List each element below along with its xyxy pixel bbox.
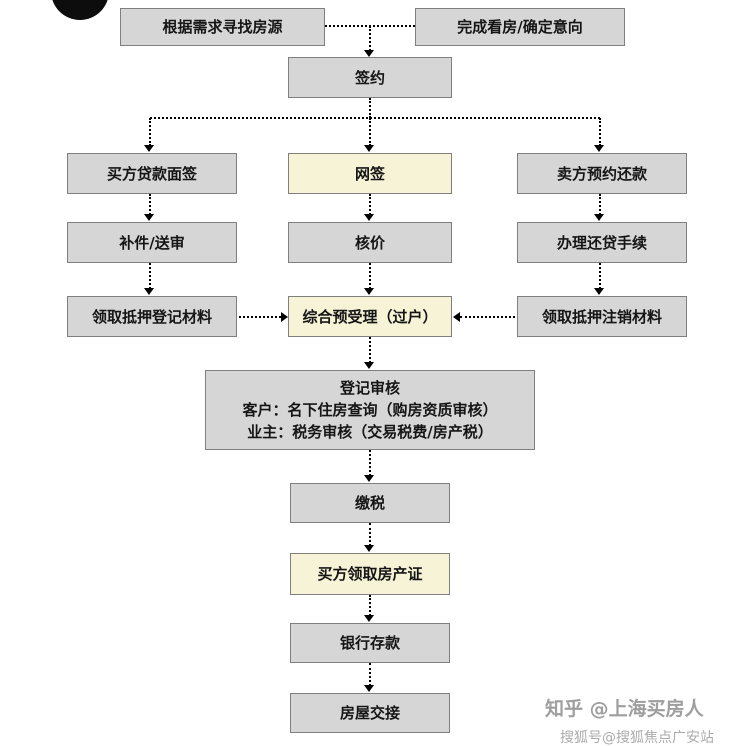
sohu-watermark: 搜狐号@搜狐焦点广安站 (560, 730, 714, 746)
arrow-down-icon (364, 615, 374, 622)
arrow-left-icon (453, 312, 460, 322)
connector-certificate-to-bank (369, 595, 371, 616)
node-mortgage-cancellation-materials: 领取抵押注销材料 (517, 296, 687, 337)
node-pay-tax: 缴税 (290, 483, 450, 523)
connector-procedure-to-cancelmaterials (599, 263, 601, 289)
arrow-down-icon (144, 214, 154, 221)
node-sign-contract: 签约 (288, 57, 452, 98)
arrow-down-icon (144, 145, 154, 152)
node-buyer-get-certificate: 买方领取房产证 (290, 553, 450, 595)
arrow-down-icon (594, 288, 604, 295)
node-registration-review: 登记审核 客户：名下住房查询（购房资质审核） 业主：税务审核（交易税费/房产税） (205, 370, 535, 450)
connector-branch-center (369, 118, 371, 146)
connector-viewing-to-sign (369, 26, 371, 51)
registration-review-customer-line: 客户：名下住房查询（购房资质审核） (242, 401, 498, 419)
connector-sign-to-branch (369, 98, 371, 118)
arrow-down-icon (364, 288, 374, 295)
node-house-handover: 房屋交接 (290, 693, 450, 733)
connector-onlinesign-to-price (369, 194, 371, 215)
node-loan-repayment-procedure: 办理还贷手续 (517, 222, 687, 263)
arrow-down-icon (364, 145, 374, 152)
connector-branch-right (599, 118, 601, 146)
arrow-right-icon (281, 312, 288, 322)
node-online-signing: 网签 (288, 153, 452, 194)
connector-preacceptance-to-review (369, 337, 371, 363)
zhihu-watermark: 知乎 @上海买房人 (545, 698, 704, 720)
connector-bank-to-handover (369, 663, 371, 686)
connector-tax-to-certificate (369, 523, 371, 546)
node-comprehensive-pre-acceptance: 综合预受理（过户） (288, 296, 452, 337)
node-supplement-submit: 补件/送审 (67, 222, 237, 263)
arrow-down-icon (364, 214, 374, 221)
node-find-housing: 根据需求寻找房源 (120, 8, 325, 46)
arrow-down-icon (144, 288, 154, 295)
connector-repay-to-procedure (599, 194, 601, 215)
arrow-down-icon (364, 545, 374, 552)
node-buyer-loan-interview: 买方贷款面签 (67, 153, 237, 194)
node-bank-deposit: 银行存款 (290, 623, 450, 663)
registration-review-title: 登记审核 (339, 379, 400, 397)
arrow-down-icon (364, 685, 374, 692)
node-price-verification: 核价 (288, 222, 452, 263)
arrow-down-icon (364, 362, 374, 369)
connector-branch-left (149, 118, 151, 146)
connector-supplement-to-materials (149, 263, 151, 289)
arrow-down-icon (594, 145, 604, 152)
connector-cancelmaterials-to-preacceptance (460, 316, 515, 318)
node-mortgage-registration-materials: 领取抵押登记材料 (67, 296, 237, 337)
connector-review-to-tax (369, 450, 371, 476)
corner-circle-decoration (51, 0, 109, 20)
node-seller-repay-appointment: 卖方预约还款 (517, 153, 687, 194)
arrow-down-icon (364, 50, 374, 57)
connector-loan-to-supplement (149, 194, 151, 215)
connector-materials-to-preacceptance (239, 316, 281, 318)
connector-price-to-preacceptance (369, 263, 371, 289)
registration-review-owner-line: 业主：税务审核（交易税费/房产税） (247, 423, 493, 441)
arrow-down-icon (594, 214, 604, 221)
connector-branch-horizontal (150, 117, 600, 119)
node-complete-viewing: 完成看房/确定意向 (415, 8, 625, 46)
arrow-down-icon (364, 475, 374, 482)
